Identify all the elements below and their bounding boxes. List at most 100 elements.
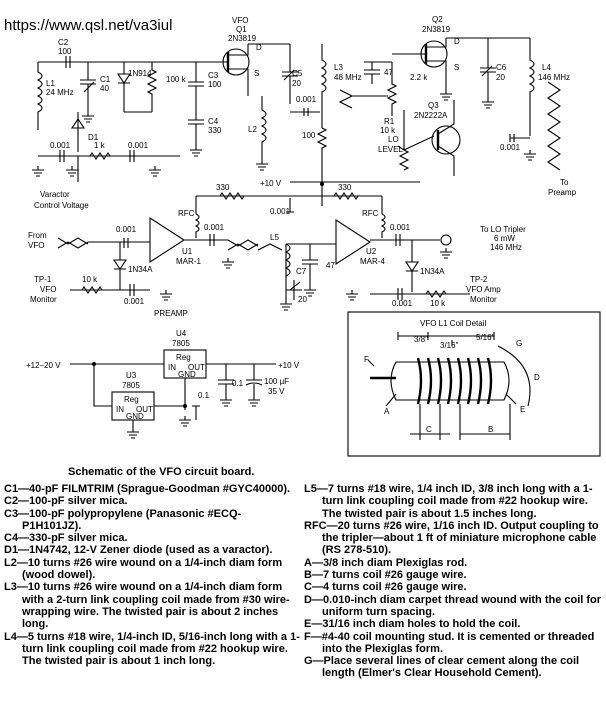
svg-text:0.001: 0.001	[270, 207, 291, 216]
svg-text:+10 V: +10 V	[278, 361, 300, 370]
svg-text:7805: 7805	[122, 381, 140, 390]
figure-caption: Schematic of the VFO circuit board.	[68, 466, 255, 478]
svg-text:GND: GND	[178, 370, 196, 379]
svg-text:C1: C1	[100, 75, 111, 84]
svg-text:C: C	[426, 425, 432, 434]
svg-text:A: A	[384, 407, 390, 416]
part-c4: C4—330-pF silver mica.	[4, 532, 128, 545]
svg-text:40: 40	[100, 84, 109, 93]
svg-text:U4: U4	[176, 329, 187, 338]
svg-text:20: 20	[496, 73, 505, 82]
svg-text:R1: R1	[384, 117, 395, 126]
svg-text:PREAMP: PREAMP	[154, 309, 188, 318]
svg-text:0.001: 0.001	[204, 223, 225, 232]
svg-text:G: G	[516, 339, 522, 348]
svg-text:OUT: OUT	[136, 405, 153, 414]
svg-text:5/16": 5/16"	[476, 333, 495, 342]
svg-text:RFC: RFC	[362, 209, 379, 218]
svg-text:2N2222A: 2N2222A	[414, 111, 448, 120]
svg-text:330: 330	[216, 183, 230, 192]
svg-text:146 MHz: 146 MHz	[538, 73, 570, 82]
svg-text:D: D	[454, 37, 460, 46]
svg-text:Q2: Q2	[432, 15, 443, 24]
svg-text:6 mW: 6 mW	[494, 234, 515, 243]
svg-text:LO: LO	[388, 135, 399, 144]
svg-text:IN: IN	[116, 405, 124, 414]
svg-text:2N3819: 2N3819	[422, 25, 451, 34]
svg-text:100: 100	[302, 131, 316, 140]
svg-text:7805: 7805	[172, 339, 190, 348]
svg-text:24 MHz: 24 MHz	[46, 88, 74, 97]
svg-text:L2: L2	[248, 125, 257, 134]
svg-text:C2: C2	[58, 38, 69, 47]
svg-text:OUT: OUT	[188, 363, 205, 372]
svg-text:D: D	[256, 43, 262, 52]
svg-text:Preamp: Preamp	[548, 188, 577, 197]
svg-text:L1: L1	[46, 79, 55, 88]
svg-text:0.001: 0.001	[392, 299, 413, 308]
svg-text:L5: L5	[270, 233, 279, 242]
svg-text:MAR-1: MAR-1	[176, 257, 201, 266]
svg-text:To LO Tripler: To LO Tripler	[480, 225, 526, 234]
svg-text:C4: C4	[208, 117, 219, 126]
svg-text:2.2 k: 2.2 k	[410, 73, 428, 82]
svg-text:3/8": 3/8"	[414, 335, 428, 344]
svg-text:1N34A: 1N34A	[128, 265, 153, 274]
svg-text:Varactor: Varactor	[40, 190, 70, 199]
svg-text:0.001: 0.001	[390, 223, 411, 232]
svg-text:100 µF: 100 µF	[264, 377, 289, 386]
svg-text:GND: GND	[126, 412, 144, 421]
svg-text:47: 47	[326, 261, 335, 270]
svg-text:0.001: 0.001	[128, 141, 149, 150]
svg-text:RFC: RFC	[178, 209, 195, 218]
svg-text:S: S	[454, 63, 459, 72]
svg-text:C6: C6	[496, 63, 507, 72]
svg-text:IN: IN	[168, 363, 176, 372]
svg-text:Reg: Reg	[176, 353, 191, 362]
svg-text:0.001: 0.001	[500, 143, 521, 152]
svg-text:LEVEL: LEVEL	[378, 145, 403, 154]
parts-list-left: C1—40-pF FILMTRIM (Sprague-Goodman #GYC4…	[4, 483, 300, 667]
svg-text:C7: C7	[296, 267, 307, 276]
part-l5: L5—7 turns #18 wire, 1/4 inch ID, 3/8 in…	[304, 483, 593, 520]
part-l4: L4—5 turns #18 wire, 1/4-inch ID, 5/16-i…	[4, 630, 300, 668]
svg-text:B: B	[488, 425, 493, 434]
part-d1: D1—1N4742, 12-V Zener diode (used as a v…	[4, 544, 273, 557]
svg-text:TP-1: TP-1	[34, 275, 52, 284]
svg-text:0.1: 0.1	[198, 391, 210, 400]
svg-text:100: 100	[208, 80, 222, 89]
svg-text:VFO L1 Coil Detail: VFO L1 Coil Detail	[420, 319, 486, 328]
svg-text:0.1: 0.1	[232, 379, 244, 388]
svg-text:10 k: 10 k	[82, 275, 98, 284]
svg-text:S: S	[254, 69, 259, 78]
part-e: E—31/16 inch diam holes to hold the coil…	[304, 618, 521, 631]
part-f: F—#4-40 coil mounting stud. It is cement…	[304, 630, 595, 655]
svg-text:U3: U3	[126, 371, 137, 380]
svg-text:10 k: 10 k	[380, 126, 396, 135]
svg-text:E: E	[520, 405, 525, 414]
part-c3: C3—100-pF polypropylene (Panasonic #ECQ-…	[4, 507, 242, 532]
svg-text:L4: L4	[542, 63, 551, 72]
svg-text:100: 100	[58, 47, 72, 56]
part-c: C—4 turns coil #26 gauge wire.	[304, 581, 467, 594]
svg-text:100 k: 100 k	[166, 75, 187, 84]
svg-text:U1: U1	[182, 247, 193, 256]
svg-text:0.001: 0.001	[124, 297, 145, 306]
coil-detail: VFO L1 Coil Detail 3/8" 3/16" 5/16" F A …	[347, 311, 601, 457]
power-supply: +12–20 V Reg IN OUT GND U4 7805 +10 V Re…	[26, 329, 300, 439]
svg-text:Reg: Reg	[124, 395, 139, 404]
svg-text:146 MHz: 146 MHz	[490, 243, 522, 252]
svg-text:VFO Amp: VFO Amp	[466, 285, 501, 294]
svg-text:TP-2: TP-2	[470, 275, 488, 284]
svg-text:1 k: 1 k	[94, 141, 106, 150]
part-b: B—7 turns coil #26 gauge wire.	[304, 569, 467, 582]
svg-text:VFO: VFO	[232, 16, 248, 25]
svg-text:Q3: Q3	[428, 101, 439, 110]
part-c2: C2—100-pF silver mica.	[4, 495, 128, 508]
svg-text:D1: D1	[88, 133, 99, 142]
svg-text:0.001: 0.001	[296, 95, 317, 104]
svg-text:Q1: Q1	[236, 25, 247, 34]
source-url: https://www.qsl.net/va3iul	[4, 17, 172, 34]
buffer-amplifiers: 330 330 0.001 RFC RFC From VFO 0.001 U1 …	[28, 183, 526, 318]
svg-text:F: F	[364, 355, 369, 364]
